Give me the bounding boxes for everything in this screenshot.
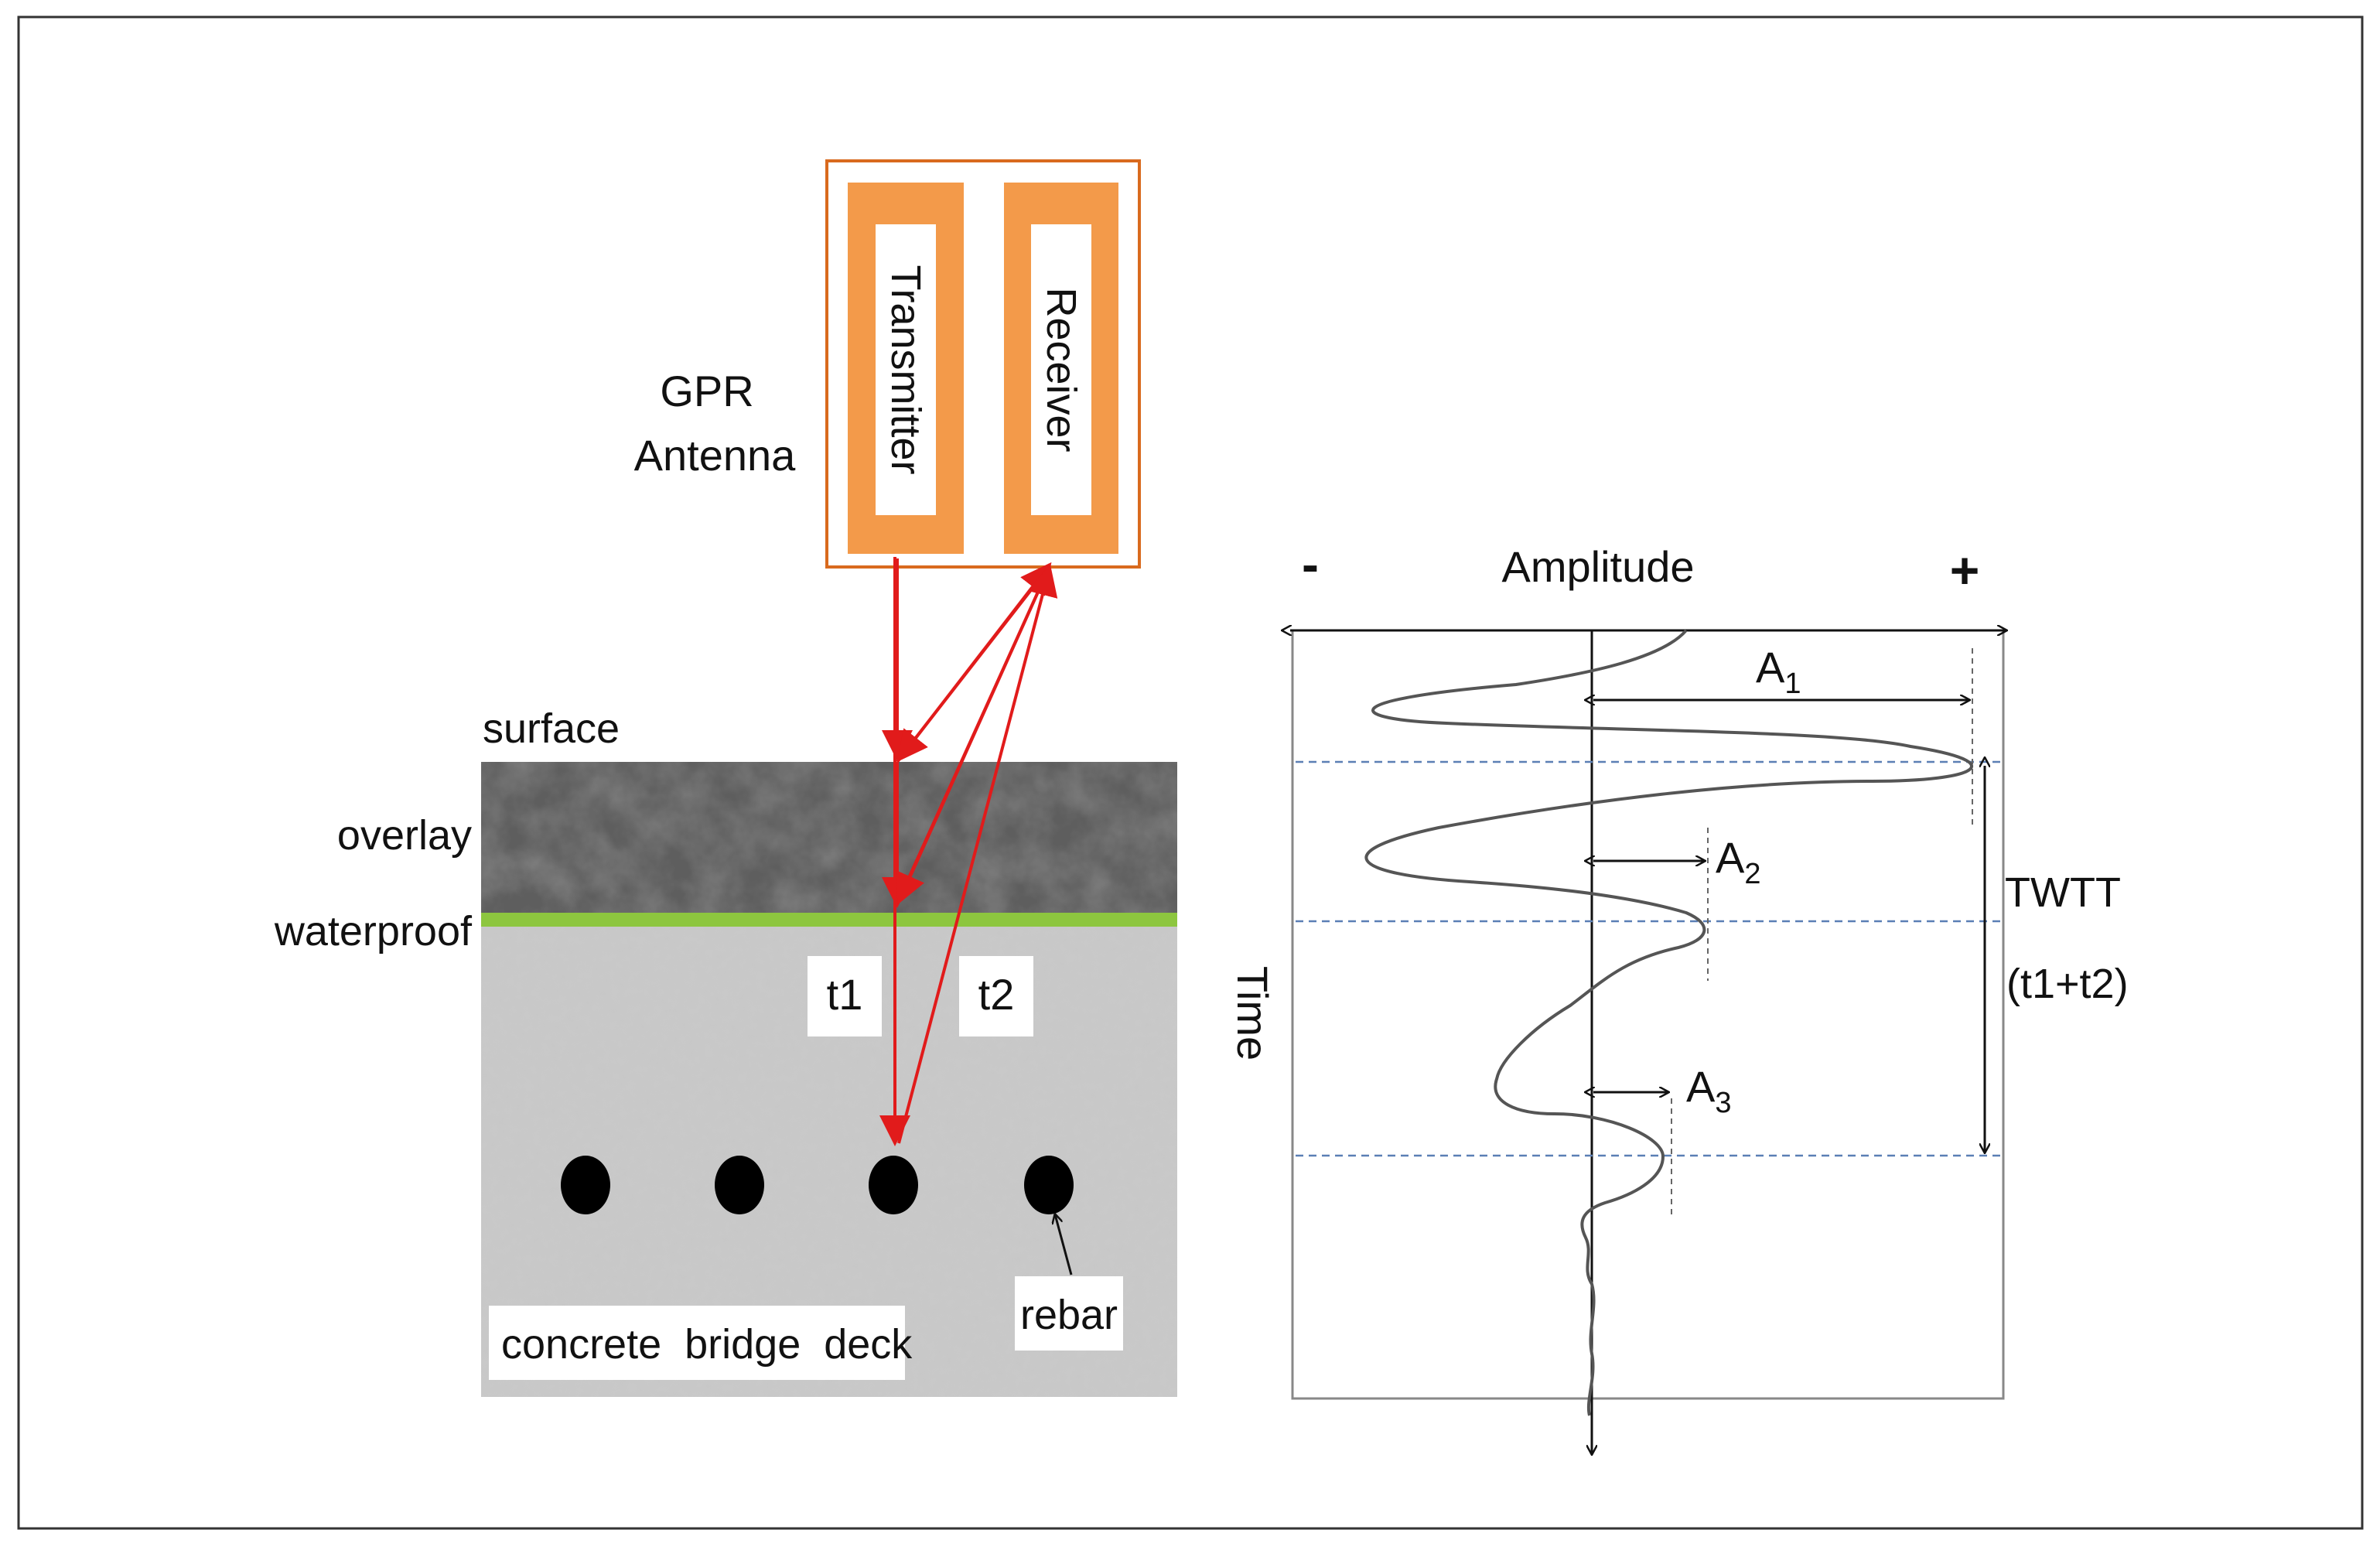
minus-label: -	[1302, 535, 1319, 593]
amplitude-label: Amplitude	[1501, 542, 1694, 591]
waveform-box	[1291, 629, 2005, 1400]
antenna-label: Antenna	[634, 431, 796, 480]
t1-label: t1	[827, 970, 863, 1019]
figure-frame	[17, 15, 2364, 1530]
waveform-panel	[1290, 630, 2006, 1454]
waveform-trace	[1364, 629, 1973, 1416]
rebar-pointer	[1055, 1214, 1073, 1276]
t1-box	[808, 956, 882, 1036]
plus-label: +	[1950, 541, 1980, 599]
a1-label: A1	[1756, 643, 1801, 700]
peak-markers	[1671, 648, 1973, 1218]
overlay-label: overlay	[337, 812, 472, 859]
rebar-circle	[869, 1156, 918, 1214]
surface-label: surface	[483, 705, 620, 752]
rebar-circle	[561, 1156, 610, 1214]
twtt-formula-label: (t1+t2)	[2006, 961, 2129, 1007]
rebar-label-box	[1015, 1276, 1123, 1351]
a3-label: A3	[1686, 1062, 1732, 1119]
guide-lines	[1296, 760, 2002, 1157]
rebar-label: rebar	[1020, 1292, 1118, 1338]
ray-up-waterproof	[896, 565, 1051, 905]
time-label: Time	[1228, 966, 1277, 1060]
gpr-label: GPR	[660, 367, 753, 415]
t2-label: t2	[978, 970, 1015, 1019]
twtt-label: TWTT	[2005, 869, 2121, 916]
receiver-label: Receiver	[1038, 287, 1084, 452]
rebar-row	[561, 1156, 1074, 1214]
ray-up-rebar	[897, 565, 1058, 1144]
gpr-antenna: Transmitter Receiver	[825, 159, 1141, 569]
overlay-layer	[481, 762, 1177, 919]
transmitter-label: Transmitter	[883, 265, 929, 474]
a2-label: A2	[1716, 833, 1761, 890]
rebar-circle	[1024, 1156, 1074, 1214]
t2-box	[959, 956, 1033, 1036]
deck-label-box	[489, 1306, 905, 1380]
rebar-circle	[715, 1156, 764, 1214]
ray-up-surface	[896, 565, 1051, 763]
waterproof-membrane	[481, 913, 1177, 927]
waterproof-label: waterproof	[274, 908, 473, 954]
signal-rays	[879, 557, 1058, 1146]
deck-label: concrete bridge deck	[501, 1321, 913, 1368]
